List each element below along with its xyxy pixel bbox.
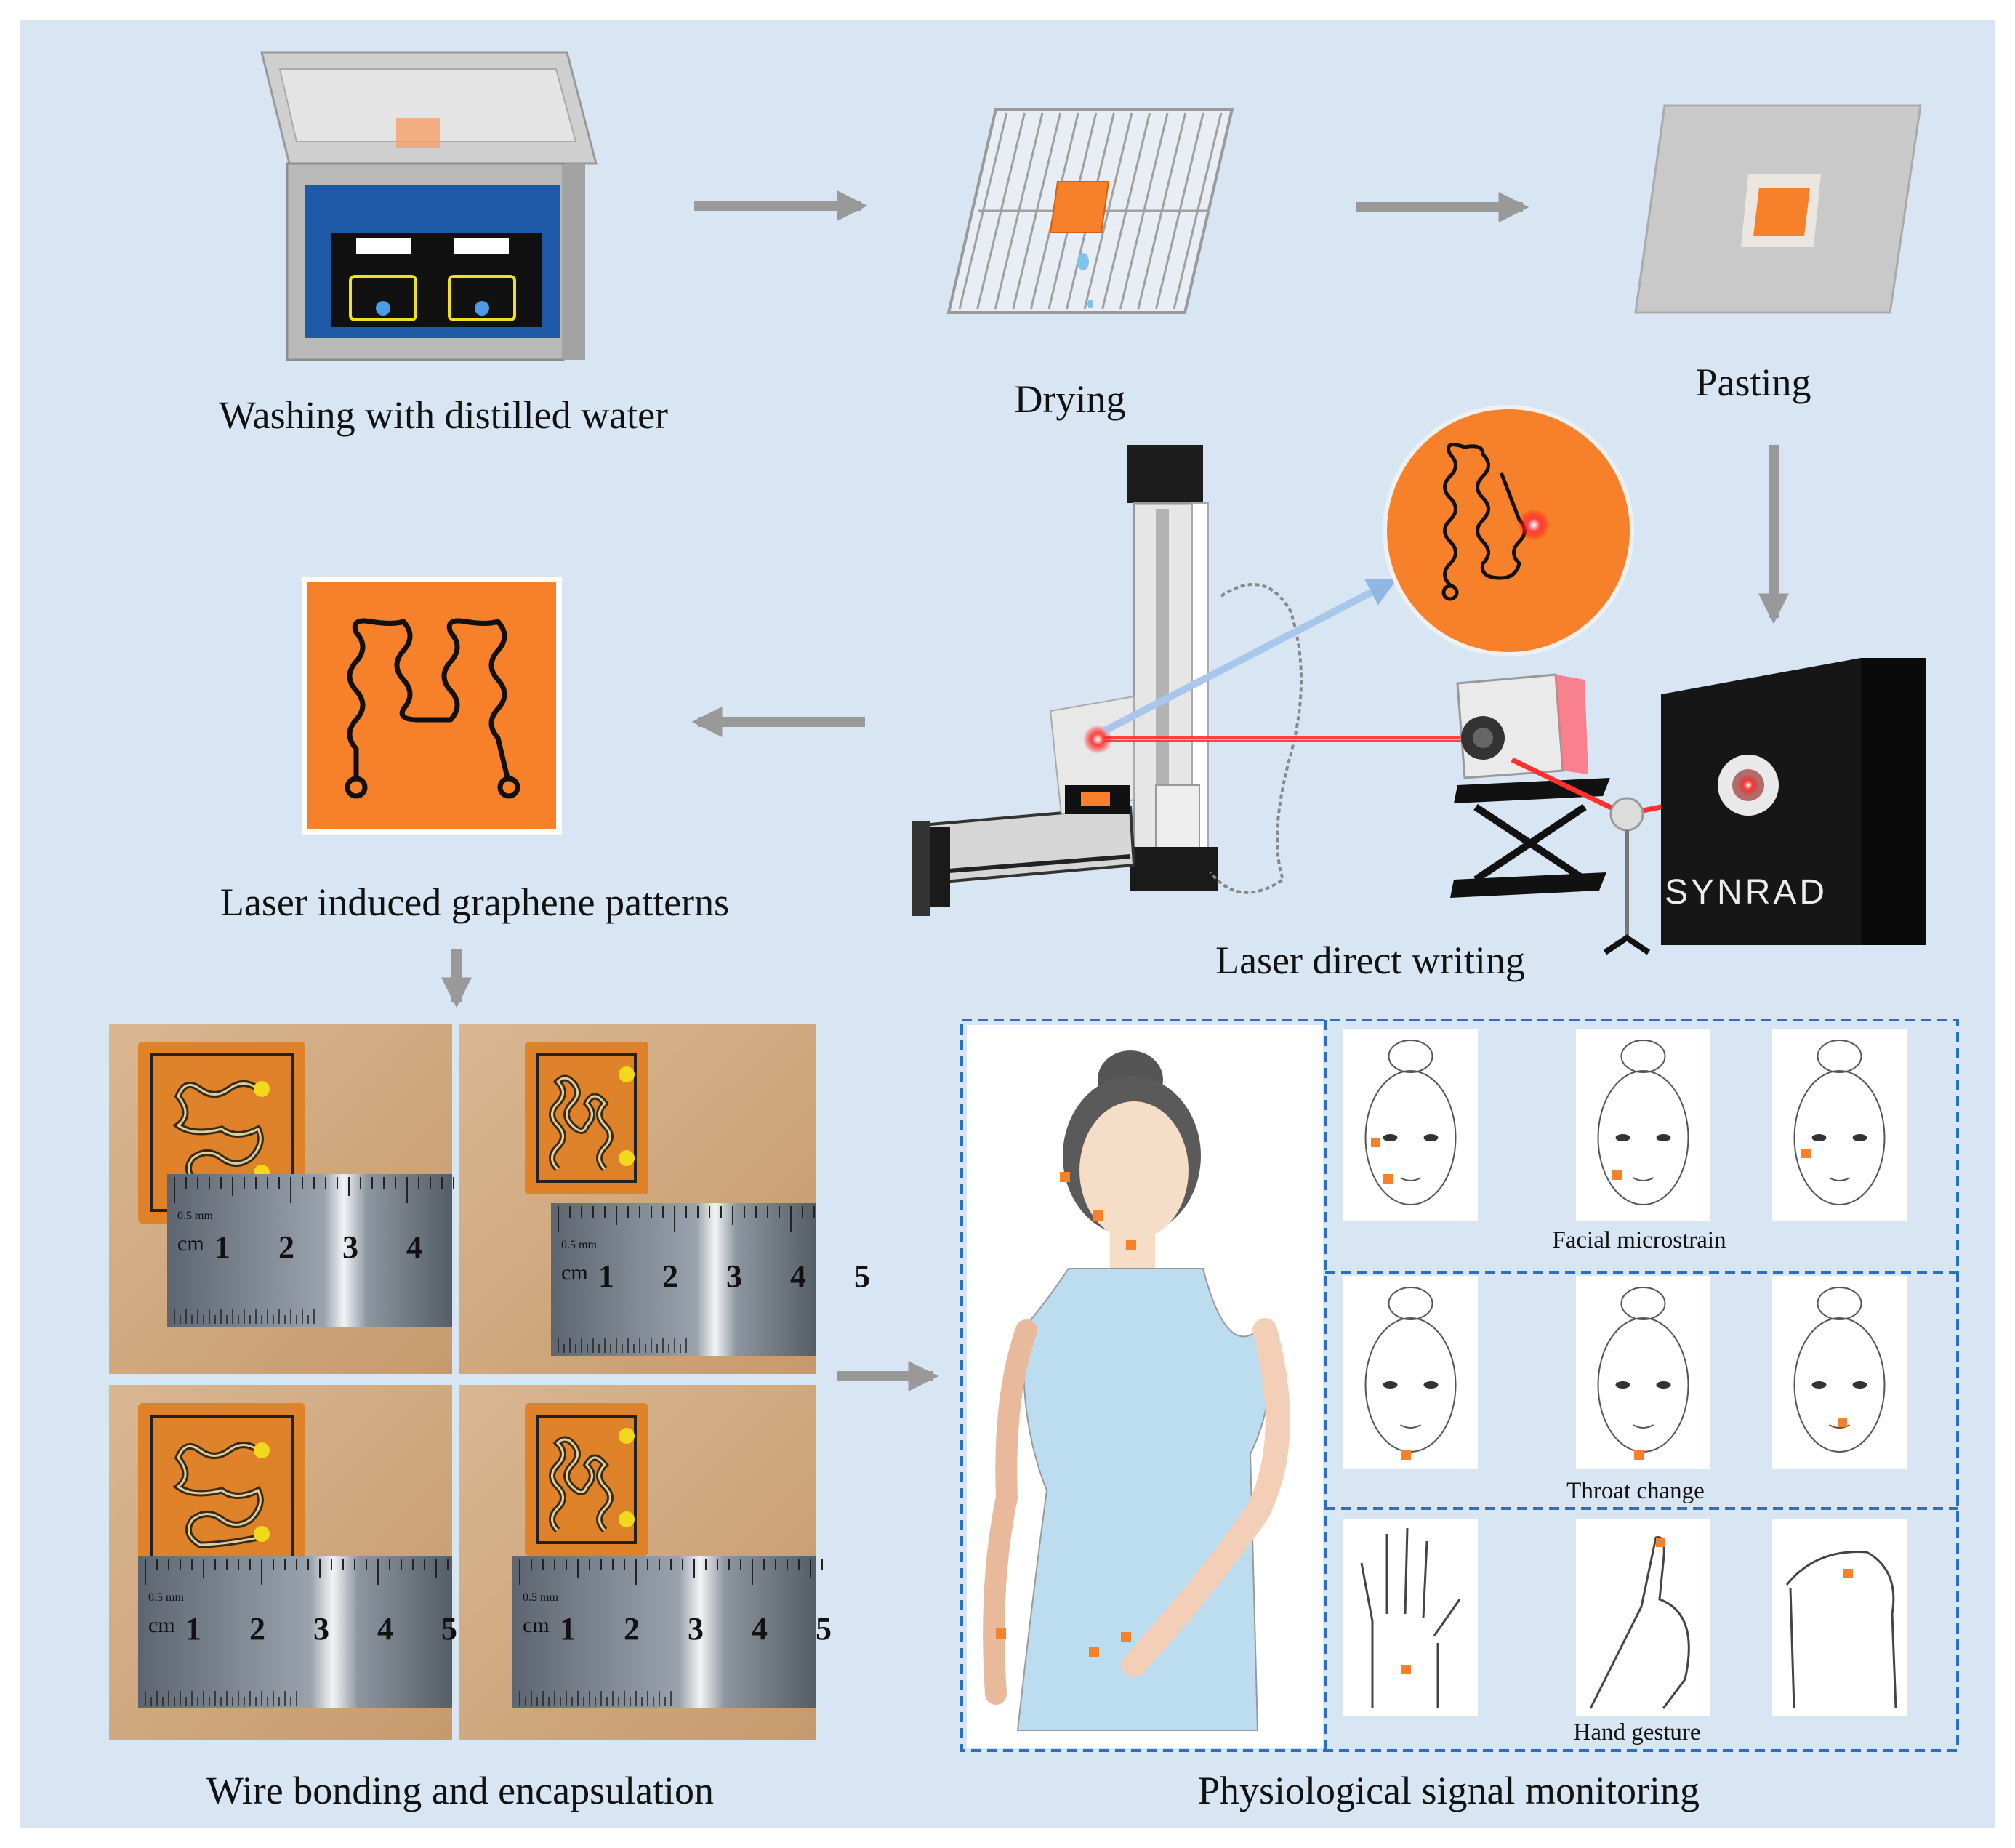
laser-writing-setup: [912, 405, 1926, 955]
label-hand-gesture: Hand gesture: [1573, 1719, 1701, 1745]
bonding-photo: cm 0.5 mm1 2 3 4 5: [459, 1385, 832, 1740]
ruler-tick-label: 2: [662, 1258, 678, 1294]
label-laser-writing: Laser direct writing: [1215, 939, 1525, 982]
ruler-tick-label: 4: [752, 1611, 768, 1647]
bonding-photo: cm 0.5 mm1 2 3 4 5: [109, 1385, 457, 1740]
ruler-tick-label: 5: [854, 1258, 870, 1294]
bonding-photo: cm 0.5 mm1 2 3 4 5: [459, 1024, 870, 1374]
ruler-tick-label: 1: [560, 1611, 576, 1647]
ruler-tick-label: 2: [278, 1229, 294, 1265]
ruler-tick-label: 4: [377, 1611, 393, 1647]
ruler-tick-label: 1: [185, 1611, 201, 1647]
ultrasonic-bath-icon: [260, 51, 598, 361]
sensor-marker: [1843, 1569, 1853, 1578]
label-pasting: Pasting: [1695, 361, 1811, 404]
ruler-subunit-label: 0.5 mm: [148, 1591, 184, 1604]
ruler-tick-label: 3: [726, 1258, 742, 1294]
face-sketch: [1576, 1029, 1710, 1221]
ruler-tick-label: 2: [624, 1611, 640, 1647]
ruler-tick-label: 2: [249, 1611, 265, 1647]
ruler-unit-label: cm: [177, 1232, 204, 1256]
sensor-marker: [1838, 1418, 1847, 1427]
face-sketch: [1343, 1029, 1478, 1221]
label-monitoring: Physiological signal monitoring: [1198, 1769, 1700, 1812]
ruler-unit-label: cm: [148, 1613, 175, 1637]
sensor-marker: [1401, 1665, 1411, 1674]
hand-sketch: [1772, 1519, 1907, 1716]
ruler-tick-label: 3: [342, 1229, 358, 1265]
sensor-marker: [1634, 1450, 1644, 1460]
sensor-marker: [1612, 1170, 1622, 1180]
ruler-unit-label: cm: [523, 1613, 550, 1637]
sensor-marker: [1801, 1149, 1811, 1158]
hand-sketch: [1343, 1519, 1478, 1716]
bonding-photo: cm 0.5 mm1 2 3 4: [109, 1024, 454, 1374]
monitoring-panel: [960, 1019, 1959, 1752]
ruler-subunit-label: 0.5 mm: [561, 1239, 597, 1251]
ruler-unit-label: cm: [561, 1261, 588, 1285]
sensor-marker: [1401, 1450, 1411, 1460]
ruler-subunit-label: 0.5 mm: [523, 1591, 558, 1604]
ruler-tick-label: 5: [441, 1611, 457, 1647]
face-sketch: [1576, 1276, 1710, 1469]
ruler-tick-label: 3: [688, 1611, 704, 1647]
ruler-tick-label: 3: [313, 1611, 329, 1647]
ruler-tick-label: 1: [598, 1258, 614, 1294]
ruler-tick-label: 4: [790, 1258, 806, 1294]
label-wire-bonding: Wire bonding and encapsulation: [206, 1769, 715, 1812]
ruler-tick-label: 4: [406, 1229, 422, 1265]
ruler-tick-label: 5: [816, 1611, 832, 1647]
pasting-substrate-icon: [1634, 104, 1922, 314]
label-drying: Drying: [1014, 377, 1126, 421]
face-sketch: [1772, 1276, 1907, 1469]
face-sketch: [1772, 1029, 1907, 1221]
drying-rack-icon: [946, 108, 1234, 314]
sensor-marker: [1383, 1174, 1393, 1184]
hand-sketch: [1576, 1519, 1710, 1716]
synrad-brand-text: SYNRAD: [1665, 873, 1828, 912]
lig-pattern-card: [302, 577, 562, 835]
sensor-marker: [1371, 1138, 1380, 1147]
label-washing: Washing with distilled water: [218, 393, 669, 437]
face-sketch: [1343, 1276, 1478, 1469]
label-throat-change: Throat change: [1566, 1478, 1705, 1504]
label-lig-patterns: Laser induced graphene patterns: [220, 880, 730, 924]
label-facial-microstrain: Facial microstrain: [1552, 1227, 1726, 1253]
sensor-marker: [1656, 1538, 1665, 1547]
ruler-tick-label: 1: [214, 1229, 230, 1265]
ruler-subunit-label: 0.5 mm: [177, 1210, 213, 1222]
